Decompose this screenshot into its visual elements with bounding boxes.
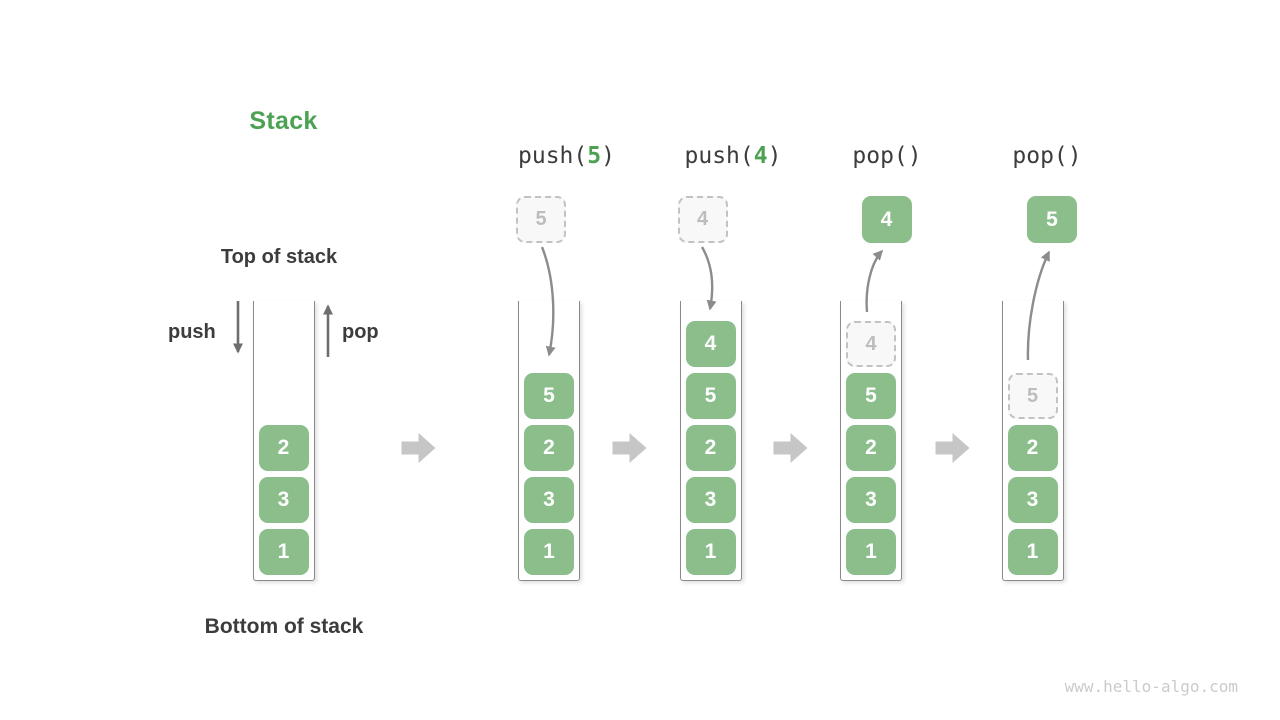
stack-block: 2 bbox=[524, 425, 574, 471]
stack-block: 1 bbox=[1007, 529, 1058, 575]
pushed-value-box: 4 bbox=[677, 196, 728, 243]
stack-container-after-pop-4 bbox=[840, 301, 902, 581]
operation-label: pop() bbox=[1012, 143, 1081, 169]
operation-label: push(4) bbox=[685, 143, 782, 169]
stack-block: 2 bbox=[258, 425, 309, 471]
stack-block: 1 bbox=[685, 529, 736, 575]
transition-arrow bbox=[612, 433, 647, 463]
stack-block: 3 bbox=[1007, 477, 1058, 523]
stack-block: 3 bbox=[846, 477, 896, 523]
transition-arrow bbox=[935, 433, 970, 463]
pushed-value-box: 5 bbox=[516, 196, 566, 243]
stack-block: 4 bbox=[685, 321, 736, 367]
stack-block: 2 bbox=[685, 425, 736, 471]
transition-arrow bbox=[773, 433, 808, 463]
stack-block: 5 bbox=[524, 373, 574, 419]
top-of-stack-label: Top of stack bbox=[220, 246, 338, 268]
diagram-title: Stack bbox=[249, 107, 318, 135]
bottom-of-stack-label: Bottom of stack bbox=[204, 615, 364, 638]
stack-container-initial-stack bbox=[252, 301, 315, 581]
stack-block: 2 bbox=[846, 425, 896, 471]
op-text: pop() bbox=[852, 143, 922, 169]
watermark: www.hello-algo.com bbox=[1064, 677, 1238, 696]
stack-block: 1 bbox=[258, 529, 309, 575]
stack-block-ghost: 4 bbox=[846, 321, 896, 367]
push-4-arrow bbox=[700, 246, 717, 311]
op-arg: 5 bbox=[587, 143, 602, 169]
stack-block: 2 bbox=[1007, 425, 1058, 471]
stack-block: 5 bbox=[685, 373, 736, 419]
stack-block: 1 bbox=[846, 529, 896, 575]
op-text: ) bbox=[601, 143, 615, 169]
stack-container-after-push-5 bbox=[518, 301, 580, 581]
op-arg: 4 bbox=[753, 143, 768, 169]
popped-value-box: 4 bbox=[861, 196, 912, 243]
pop-label: pop bbox=[342, 321, 379, 343]
stack-block: 3 bbox=[258, 477, 309, 523]
op-text: pop() bbox=[1012, 143, 1082, 169]
stack-block: 3 bbox=[524, 477, 574, 523]
stack-block: 3 bbox=[685, 477, 736, 523]
stack-block: 5 bbox=[846, 373, 896, 419]
stack-block-ghost: 5 bbox=[1007, 373, 1058, 419]
stack-container-after-push-4 bbox=[679, 301, 742, 581]
transition-arrow bbox=[401, 433, 436, 463]
op-text: push( bbox=[684, 143, 754, 169]
operation-label: push(5) bbox=[518, 143, 615, 169]
op-text: push( bbox=[518, 143, 588, 169]
stack-block: 1 bbox=[524, 529, 574, 575]
push-label: push bbox=[168, 321, 216, 343]
operation-label: pop() bbox=[852, 143, 921, 169]
stack-container-after-pop-5 bbox=[1001, 301, 1064, 581]
popped-value-box: 5 bbox=[1027, 196, 1077, 243]
op-text: ) bbox=[767, 143, 782, 169]
